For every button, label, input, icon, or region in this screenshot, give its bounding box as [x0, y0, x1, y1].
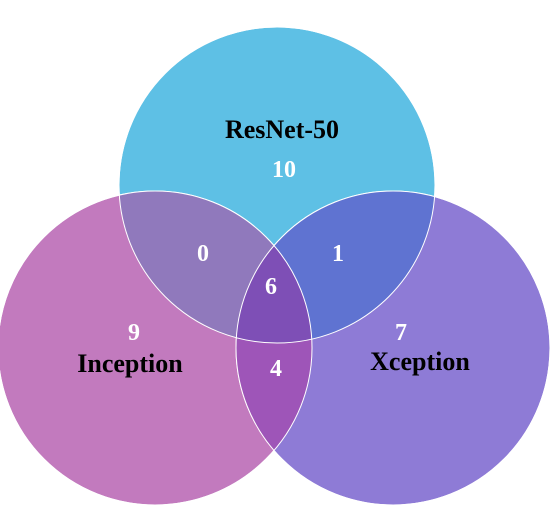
resnet-label: ResNet-50	[225, 115, 339, 144]
inception-outline	[0, 190, 313, 506]
resnet-inception-count: 0	[197, 241, 209, 267]
xception-only-count: 7	[395, 320, 407, 346]
resnet-only-count: 10	[272, 157, 296, 183]
inception-xception-count: 4	[270, 356, 282, 382]
resnet-outline	[118, 26, 436, 344]
inception-only-count: 9	[128, 320, 140, 346]
xception-label: Xception	[370, 347, 470, 376]
inception-label: Inception	[77, 349, 183, 378]
resnet-xception-count: 1	[332, 241, 344, 267]
xception-outline	[235, 190, 550, 506]
resnet-inception-overlap	[119, 191, 312, 343]
all-three-count: 6	[265, 274, 277, 300]
resnet-xception-overlap	[236, 191, 435, 343]
